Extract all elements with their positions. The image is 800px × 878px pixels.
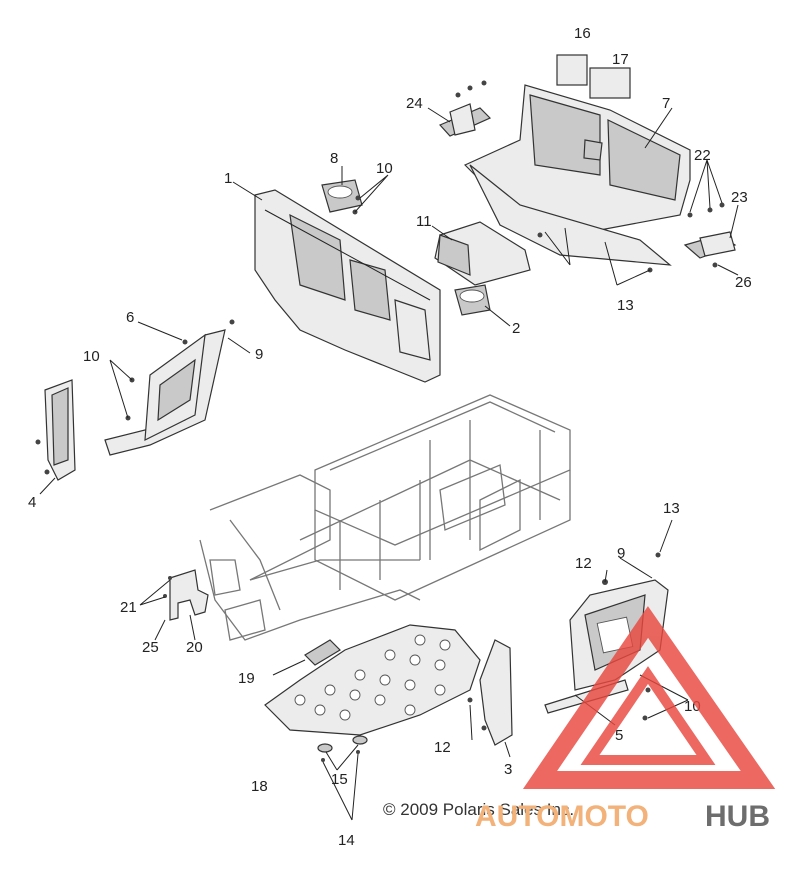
callout-11: 11 xyxy=(416,213,432,230)
bracket-19 xyxy=(304,639,341,666)
callout-14: 14 xyxy=(338,832,355,849)
watermark-logo xyxy=(522,606,776,789)
copyright-text: © 2009 Polaris Sales Inc. xyxy=(383,800,574,819)
callout-25: 25 xyxy=(142,639,159,656)
callout-6: 6 xyxy=(126,309,134,326)
callout-8: 8 xyxy=(330,150,338,167)
callout-13a: 13 xyxy=(663,500,680,517)
door-frame-6 xyxy=(104,329,226,456)
callout-9b: 9 xyxy=(617,545,625,562)
chassis-frame xyxy=(199,394,571,641)
callout-9a: 9 xyxy=(255,346,263,363)
callout-22: 22 xyxy=(694,147,711,164)
callout-1: 1 xyxy=(224,170,232,187)
callout-15: 15 xyxy=(331,771,348,788)
bracket-panel xyxy=(434,221,531,286)
callout-10a: 10 xyxy=(376,160,393,177)
front-plate-20 xyxy=(169,569,209,621)
watermark-word-2: HUB xyxy=(705,800,770,833)
latch-module-23 xyxy=(683,231,737,259)
floor-plate-holes xyxy=(294,634,451,721)
fasteners xyxy=(35,80,725,762)
callout-7: 7 xyxy=(662,95,670,112)
callout-20: 20 xyxy=(186,639,203,656)
cup-holder-top xyxy=(321,179,363,213)
grommets-15 xyxy=(317,735,368,753)
rear-bulkhead xyxy=(463,84,691,266)
callout-4: 4 xyxy=(28,494,36,511)
callout-3: 3 xyxy=(504,761,512,778)
callout-19: 19 xyxy=(238,670,255,687)
callout-13b: 13 xyxy=(617,297,634,314)
decal-17 xyxy=(589,67,631,99)
floor-plate-18 xyxy=(264,624,481,736)
watermark-word-1: AUTOMOTO xyxy=(475,800,649,833)
callout-12a: 12 xyxy=(575,555,592,572)
callout-23: 23 xyxy=(731,189,748,206)
callout-labels: 1 2 3 4 5 6 7 8 9 9 10 10 10 11 12 12 13… xyxy=(28,25,752,849)
callout-17: 17 xyxy=(612,51,629,68)
pillar-4 xyxy=(44,379,76,481)
callout-21: 21 xyxy=(120,599,137,616)
watermark-inner-triangle-icon xyxy=(580,666,716,765)
pillar-3 xyxy=(479,639,513,746)
callout-26: 26 xyxy=(735,274,752,291)
watermark-text: AUTOMOTO HUB xyxy=(475,800,770,833)
callout-12b: 12 xyxy=(434,739,451,756)
latch-bracket-24 xyxy=(438,103,492,137)
callout-5: 5 xyxy=(615,727,623,744)
decal-16 xyxy=(556,54,588,86)
callout-10b: 10 xyxy=(83,348,100,365)
cup-holder-bottom xyxy=(454,284,491,316)
watermark-triangle-icon xyxy=(522,606,776,789)
callout-16: 16 xyxy=(574,25,591,42)
firewall-panel xyxy=(254,189,441,383)
callout-2: 2 xyxy=(512,320,520,337)
callout-18: 18 xyxy=(251,778,268,795)
callout-24: 24 xyxy=(406,95,423,112)
